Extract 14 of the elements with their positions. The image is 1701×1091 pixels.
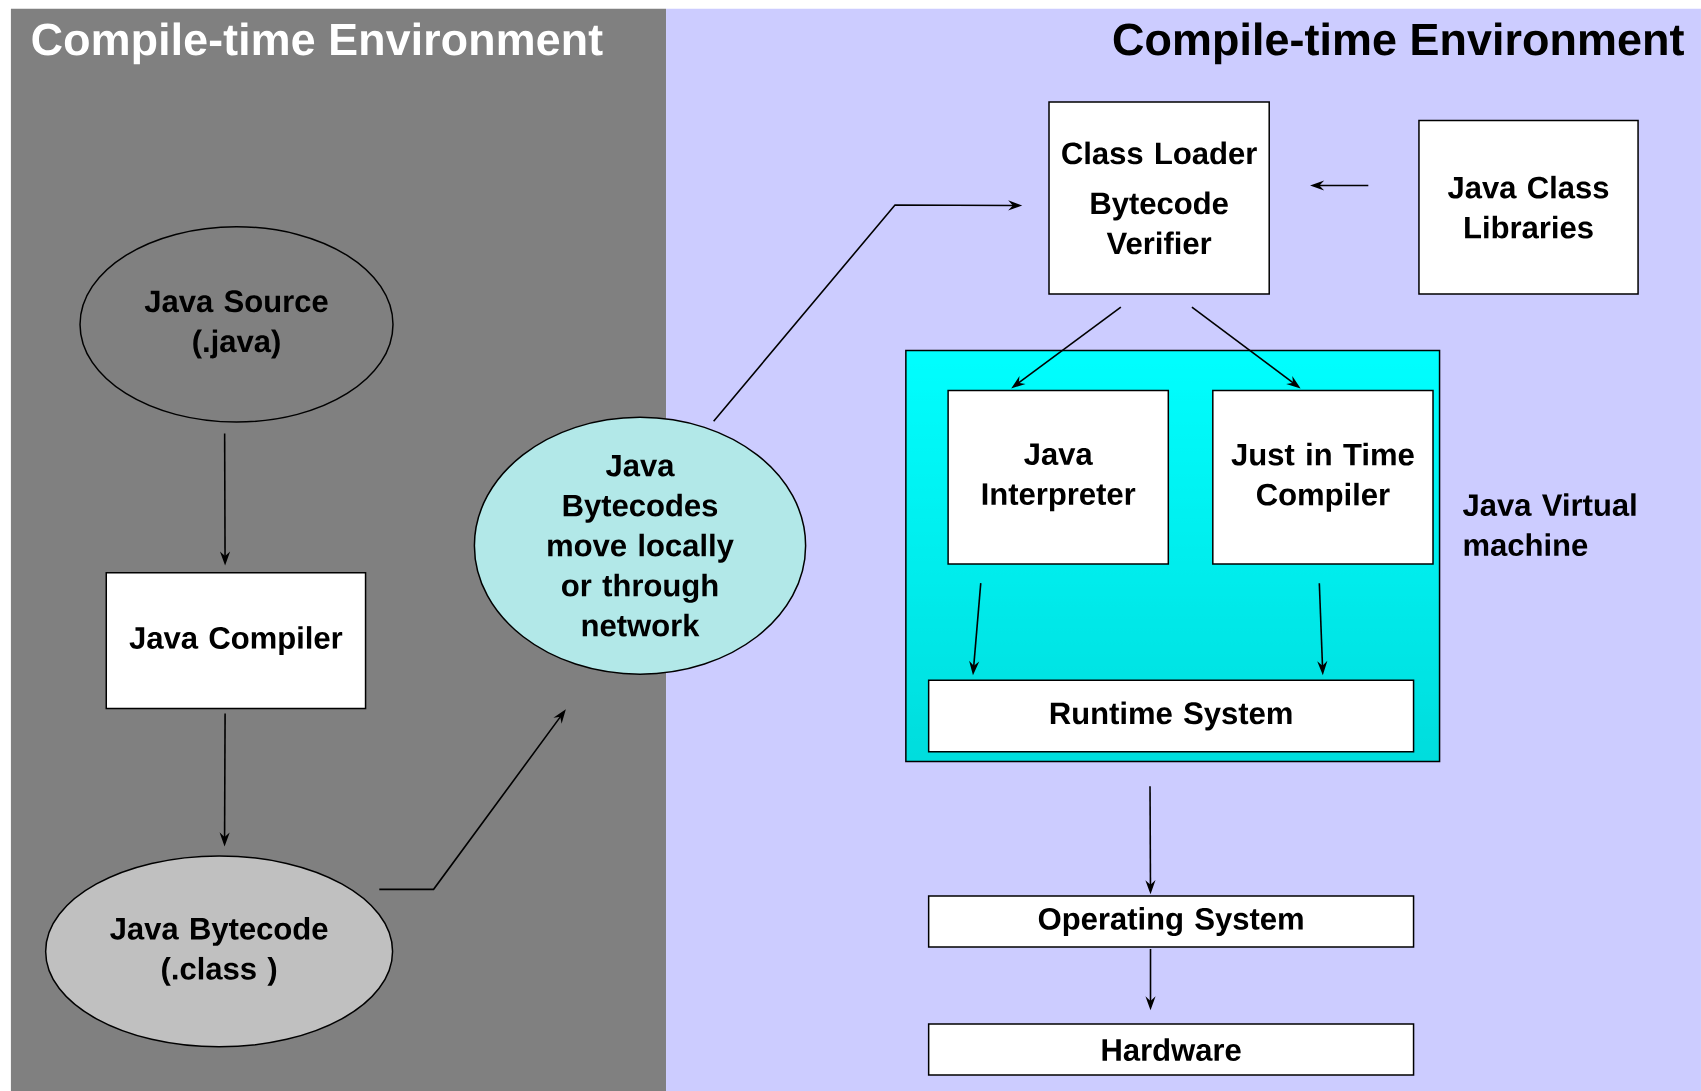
process-box: Class Loader Bytecode Verifier: [1048, 101, 1270, 295]
panel-title: Compile-time Environment: [32, 22, 603, 65]
box-heading: Java Virtual machine: [1463, 493, 1636, 557]
ellipse-node: Java Bytecode (.class ): [44, 855, 394, 1048]
panel-title: Compile-time Environment: [1113, 22, 1684, 65]
process-box: Runtime System: [927, 679, 1415, 753]
circle-node: Java Bytecodes move locally or through network: [473, 416, 807, 675]
process-box: Hardware: [927, 1023, 1415, 1076]
process-box: Just in Time Compiler: [1212, 389, 1434, 565]
process-box: Java Class Libraries: [1418, 119, 1639, 295]
process-box: Operating System: [927, 895, 1415, 948]
process-box: Java Compiler: [105, 572, 367, 710]
ellipse-node: Java Source (.java): [79, 226, 394, 423]
process-box: Java Interpreter: [947, 389, 1170, 565]
